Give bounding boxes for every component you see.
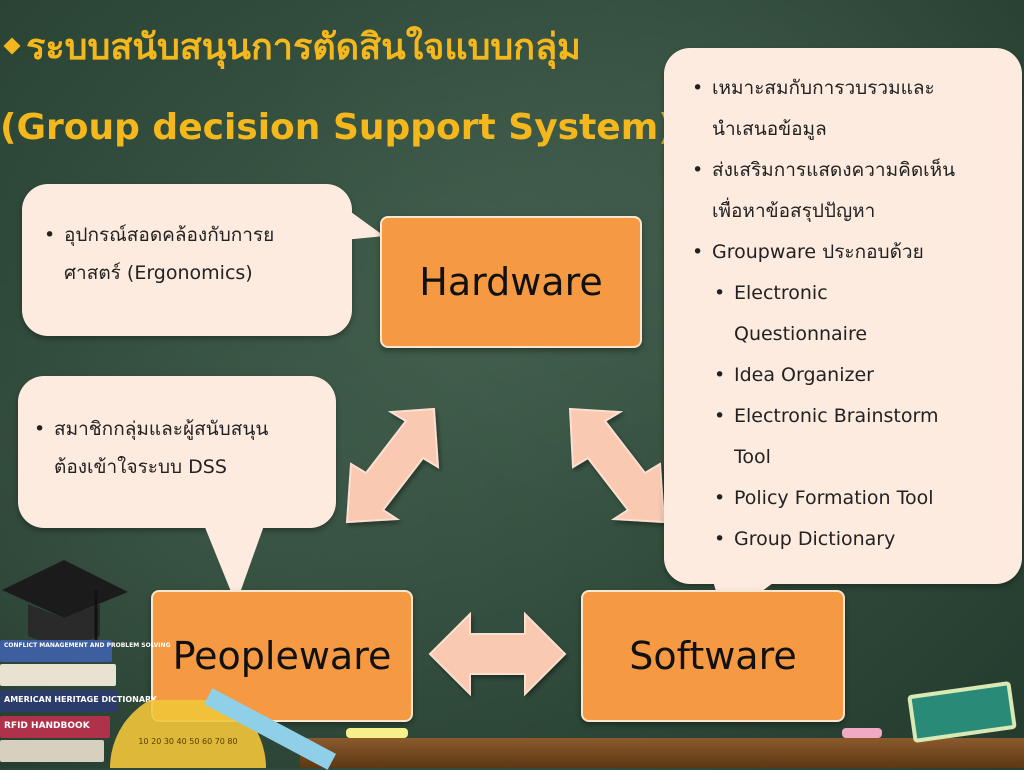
hardware-callout-tail bbox=[340, 204, 384, 240]
book bbox=[0, 664, 116, 686]
book: CONFLICT MANAGEMENT AND PROBLEM SOLVING bbox=[0, 640, 171, 662]
chalk-piece bbox=[842, 728, 882, 738]
arrow-peopleware-software bbox=[428, 611, 567, 697]
title-line-1-text: ระบบสนับสนุนการตัดสินใจแบบกลุ่ม bbox=[26, 27, 581, 68]
software-callout-subitem: Idea Organizer bbox=[692, 355, 1008, 396]
software-callout-item: Groupware ประกอบด้วย bbox=[692, 232, 1008, 273]
software-callout-item: เหมาะสมกับการวบรวมและ นำเสนอข้อมูล bbox=[692, 68, 1008, 150]
hardware-box: Hardware bbox=[380, 216, 642, 348]
software-box: Software bbox=[581, 590, 845, 722]
book-stack: CONFLICT MANAGEMENT AND PROBLEM SOLVING … bbox=[0, 640, 171, 768]
peopleware-callout-item: สมาชิกกลุ่มและผู้สนับสนุน ต้องเข้าใจระบบ… bbox=[34, 410, 324, 486]
chalk-tray bbox=[300, 738, 1024, 768]
peopleware-callout-tail bbox=[202, 520, 266, 604]
chalk-piece bbox=[346, 728, 408, 738]
book: RFID HANDBOOK bbox=[0, 716, 110, 738]
title-line-1: ระบบสนับสนุนการตัดสินใจแบบกลุ่ม bbox=[0, 30, 581, 66]
arrow-hardware-peopleware bbox=[345, 407, 440, 524]
protractor-icon: 10 20 30 40 50 60 70 80 bbox=[110, 700, 266, 768]
software-callout-subitem: Electronic Brainstorm Tool bbox=[692, 396, 1008, 478]
title-line-2: (Group decision Support System) bbox=[0, 107, 675, 148]
book: AMERICAN HERITAGE DICTIONARY bbox=[0, 690, 157, 712]
software-callout: เหมาะสมกับการวบรวมและ นำเสนอข้อมูล ส่งเส… bbox=[664, 48, 1022, 584]
software-callout-item: ส่งเสริมการแสดงความคิดเห็น เพื่อหาข้อสรุ… bbox=[692, 150, 1008, 232]
hardware-callout-item: อุปกรณ์สอดคล้องกับการย ศาสตร์ (Ergonomic… bbox=[44, 216, 336, 292]
software-callout-subitem: Group Dictionary bbox=[692, 519, 1008, 560]
hardware-callout: อุปกรณ์สอดคล้องกับการย ศาสตร์ (Ergonomic… bbox=[22, 184, 352, 336]
arrow-hardware-software bbox=[568, 407, 666, 524]
book bbox=[0, 740, 104, 762]
svg-text:10 20 30 40 50 60 70 80: 10 20 30 40 50 60 70 80 bbox=[138, 737, 237, 746]
peopleware-callout: สมาชิกกลุ่มและผู้สนับสนุน ต้องเข้าใจระบบ… bbox=[18, 376, 336, 528]
software-callout-subitem: Policy Formation Tool bbox=[692, 478, 1008, 519]
software-callout-subitem: Electronic Questionnaire bbox=[692, 273, 1008, 355]
